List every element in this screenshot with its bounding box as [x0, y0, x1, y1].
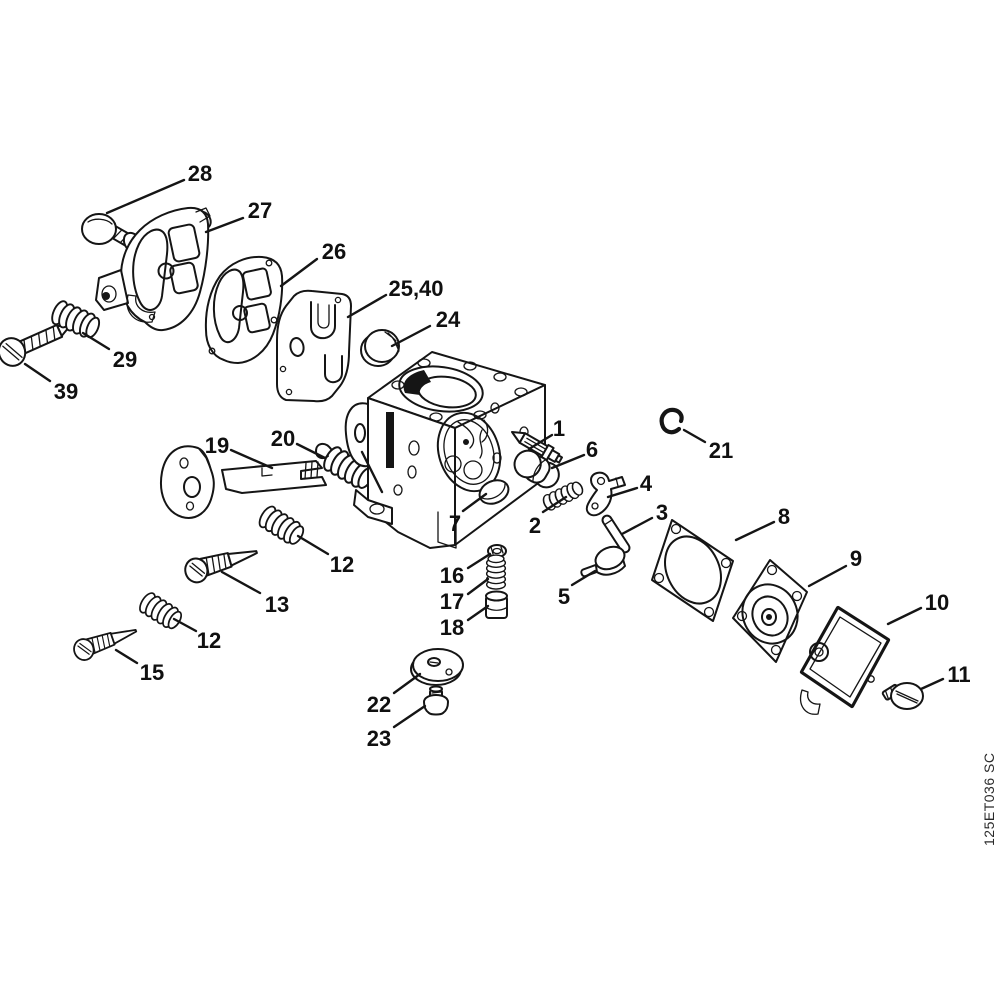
leader-line-spring — [541, 495, 568, 514]
part-label-pump-cover-screw: 28 — [188, 161, 212, 186]
leader-line-inlet-needle — [570, 569, 597, 587]
part-carburetor-body — [344, 351, 546, 549]
part-label-low-speed-screw: 15 — [140, 660, 164, 685]
part-label-pump-gasket: 26 — [322, 239, 346, 264]
part-high-speed-screw — [181, 540, 262, 586]
part-cover-screw — [881, 682, 924, 710]
part-cover-disc — [410, 648, 464, 686]
leader-line-lever-pin — [620, 516, 654, 536]
part-label-end-cover: 10 — [925, 590, 949, 615]
part-label-screw: 39 — [54, 379, 78, 404]
part-plug-24 — [360, 329, 400, 367]
part-metering-gasket — [651, 519, 734, 622]
leader-line-nozzle — [527, 433, 554, 451]
leader-line-clip — [682, 428, 707, 444]
part-nozzle — [511, 431, 563, 464]
part-label-valve-piston: 18 — [440, 615, 464, 640]
leader-line-high-speed-screw — [220, 570, 262, 595]
leader-line-plug — [390, 324, 432, 348]
part-adjustment-spring-high — [255, 503, 308, 549]
leader-line-metering-lever — [606, 486, 639, 499]
part-valve-piston — [485, 590, 508, 619]
leader-line-screw — [23, 362, 52, 383]
leader-line-washer — [466, 552, 492, 570]
part-label-lever-pin: 3 — [656, 500, 668, 525]
leader-line-pump-cover-screw — [105, 178, 186, 215]
part-plug-7 — [478, 479, 510, 505]
part-label-clip: 21 — [709, 438, 733, 463]
part-clip — [659, 407, 684, 435]
part-label-inlet-needle: 5 — [558, 584, 570, 609]
part-adjustment-spring-low — [136, 589, 186, 633]
part-pump-diaphragm — [276, 289, 352, 403]
leader-line-end-cover — [886, 606, 923, 626]
part-label-pump-diaphragm: 25,40 — [388, 276, 443, 301]
leader-line-disc-screw — [392, 704, 427, 729]
leader-line-valve-piston — [466, 604, 490, 622]
leader-line-adjustment-spring-low — [172, 617, 198, 633]
part-label-cover-screw: 11 — [947, 662, 970, 687]
leader-line-pump-gasket — [279, 257, 319, 288]
part-pump-body — [95, 206, 212, 332]
leader-line-pump-diaphragm — [346, 293, 388, 319]
shaft-insert-line — [360, 450, 384, 494]
part-label-cover-disc: 22 — [367, 692, 391, 717]
part-metering-diaphragm — [732, 559, 808, 663]
part-label-check-valve: 6 — [586, 437, 598, 462]
part-label-disc-screw: 23 — [367, 726, 391, 751]
part-label-spring: 2 — [529, 513, 541, 538]
part-label-washer: 16 — [440, 563, 464, 588]
part-label-metering-lever: 4 — [640, 471, 653, 496]
leader-line-low-speed-screw — [114, 648, 139, 665]
leader-line-pump-body — [204, 216, 245, 234]
part-label-pump-body: 27 — [248, 198, 272, 223]
drawing-number: 125ET036 SC — [981, 753, 997, 846]
part-label-metering-diaphragm: 9 — [850, 546, 862, 571]
leader-line-throttle-spring — [295, 442, 327, 460]
part-end-cover — [799, 605, 891, 715]
part-pump-gasket — [204, 255, 284, 364]
part-disc-screw — [423, 685, 449, 716]
leader-line-throttle-shaft — [229, 448, 274, 470]
leader-line-valve-spring — [466, 577, 490, 596]
part-metering-lever — [585, 471, 626, 517]
part-label-plug: 24 — [436, 307, 461, 332]
part-label-high-speed-screw: 13 — [265, 592, 289, 617]
leader-line-metering-diaphragm — [807, 564, 848, 588]
leader-line-check-valve — [550, 453, 586, 470]
part-label-nozzle: 1 — [553, 416, 565, 441]
part-label-adjustment-spring-high: 12 — [330, 552, 354, 577]
leader-line-adjustment-spring-high — [296, 534, 330, 556]
part-washer-16 — [487, 544, 507, 558]
part-inlet-needle — [580, 545, 626, 578]
part-label-spring: 29 — [113, 347, 137, 372]
part-low-speed-screw — [70, 620, 141, 664]
leader-line-cover-disc — [392, 672, 422, 695]
part-lever-pin — [601, 514, 631, 554]
part-throttle-shaft — [160, 445, 327, 519]
part-valve-spring — [485, 554, 507, 590]
part-label-throttle-shaft: 19 — [205, 433, 229, 458]
leader-line-spring — [81, 331, 111, 351]
part-label-adjustment-spring-low: 12 — [197, 628, 221, 653]
leader-line-metering-gasket — [734, 520, 776, 542]
part-label-throttle-spring: 20 — [271, 426, 295, 451]
leader-line-plug — [461, 492, 488, 513]
part-label-metering-gasket: 8 — [778, 504, 790, 529]
part-label-valve-spring: 17 — [440, 589, 464, 614]
parts-layer — [0, 206, 924, 716]
part-label-plug: 7 — [449, 511, 461, 536]
leader-line-cover-screw — [919, 677, 945, 691]
